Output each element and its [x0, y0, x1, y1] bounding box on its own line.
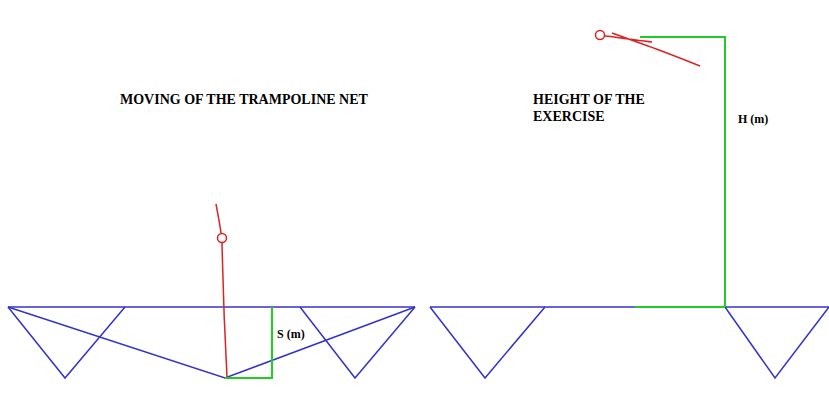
trampoline-frame: [8, 306, 415, 308]
trampoline-frame: [430, 306, 635, 308]
net-level-marker: [635, 306, 725, 308]
net-displacement-marker: [225, 307, 272, 378]
sagging-net: [8, 307, 415, 378]
trampoline-frame: [725, 306, 829, 308]
frame-leg: [430, 307, 545, 378]
section-title: MOVING OF THE TRAMPOLINE NET: [120, 92, 420, 109]
frame-leg: [8, 307, 125, 378]
athlete-head: [218, 234, 227, 243]
dimension-label: S (m): [277, 327, 337, 341]
frame-leg: [300, 307, 415, 378]
frame-leg: [725, 307, 829, 378]
section-title: HEIGHT OF THE EXERCISE: [533, 92, 658, 126]
athlete-figure: [605, 33, 700, 66]
dimension-label: H (m): [738, 112, 798, 126]
athlete-figure: [216, 204, 227, 377]
height-marker: [640, 37, 725, 307]
athlete-head: [596, 31, 605, 40]
